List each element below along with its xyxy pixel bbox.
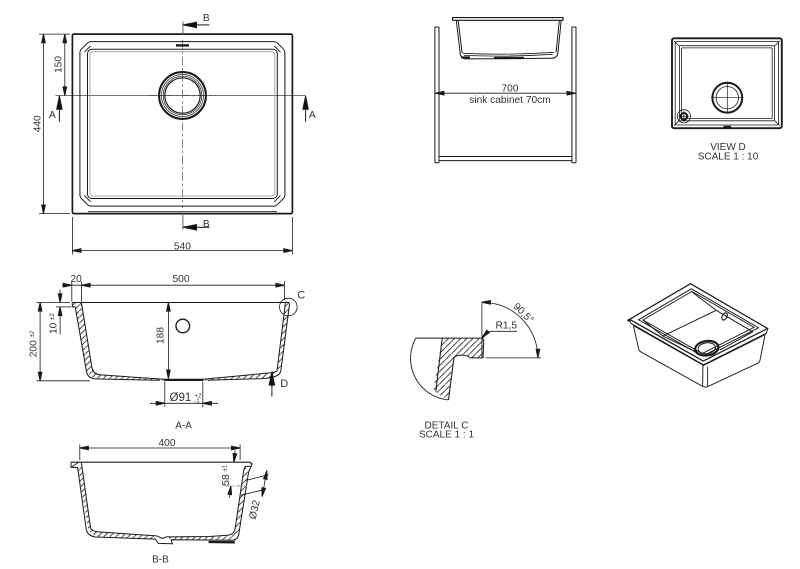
svg-text:700: 700 xyxy=(502,83,519,94)
svg-text:SCALE 1 : 10: SCALE 1 : 10 xyxy=(698,152,759,163)
svg-text:Ø91 +2-1: Ø91 +2-1 xyxy=(170,392,202,405)
svg-text:B: B xyxy=(203,13,210,24)
svg-text:440: 440 xyxy=(32,115,43,132)
svg-text:R1,5: R1,5 xyxy=(496,321,518,332)
svg-text:150: 150 xyxy=(54,56,65,73)
svg-text:Ø32: Ø32 xyxy=(248,499,263,521)
svg-text:10 ±2: 10 ±2 xyxy=(48,313,59,334)
svg-text:58 ±1: 58 ±1 xyxy=(221,464,232,485)
svg-text:540: 540 xyxy=(174,242,191,253)
svg-text:400: 400 xyxy=(159,438,176,449)
svg-text:SCALE 1 : 1: SCALE 1 : 1 xyxy=(419,430,474,441)
svg-text:DETAIL C: DETAIL C xyxy=(425,420,469,431)
svg-text:VIEW D: VIEW D xyxy=(710,142,746,153)
svg-text:D: D xyxy=(280,378,288,390)
svg-text:A: A xyxy=(49,110,56,121)
svg-text:B: B xyxy=(203,219,210,230)
svg-text:C: C xyxy=(297,289,305,301)
svg-text:B-B: B-B xyxy=(152,554,169,565)
svg-text:A-A: A-A xyxy=(175,420,192,431)
svg-text:sink cabinet 70cm: sink cabinet 70cm xyxy=(469,95,551,106)
svg-text:A: A xyxy=(309,110,316,121)
svg-text:500: 500 xyxy=(173,274,190,285)
svg-text:200 ±2: 200 ±2 xyxy=(28,330,39,357)
svg-text:188: 188 xyxy=(155,327,166,344)
svg-text:20: 20 xyxy=(71,274,83,285)
